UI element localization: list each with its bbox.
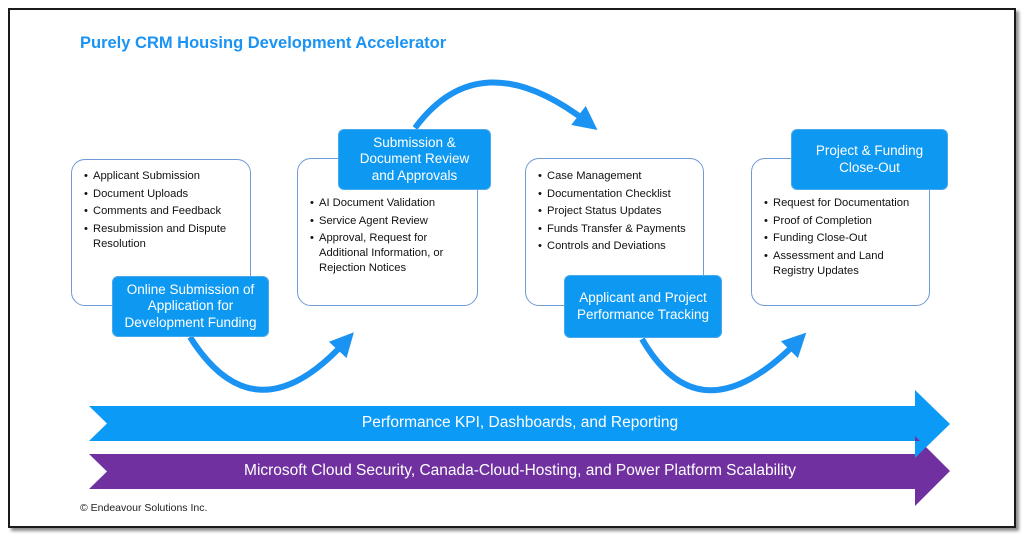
stage-2-item: AI Document Validation xyxy=(310,196,469,211)
band-arrow-platform xyxy=(89,436,950,506)
stage-3-item: Controls and Deviations xyxy=(538,239,697,254)
stage-1-item: Document Uploads xyxy=(84,187,242,202)
stage-4-item: Proof of Completion xyxy=(764,214,923,229)
stage-3-label: Applicant and Project Performance Tracki… xyxy=(564,275,722,338)
flow-arrow-2-to-3 xyxy=(412,79,598,131)
stage-1-label: Online Submission of Application for Dev… xyxy=(112,276,269,337)
stage-2-item: Approval, Request for Additional Informa… xyxy=(310,231,469,276)
stage-3-item: Funds Transfer & Payments xyxy=(538,222,697,237)
stage-3-item: Project Status Updates xyxy=(538,204,697,219)
band-platform-text: Microsoft Cloud Security, Canada-Cloud-H… xyxy=(244,462,796,479)
stage-3-item: Case Management xyxy=(538,169,697,184)
stage-1-item: Comments and Feedback xyxy=(84,204,242,219)
stage-2-label: Submission & Document Review and Approva… xyxy=(338,129,491,190)
stage-1-item: Resubmission and Dispute Resolution xyxy=(84,222,242,252)
band-reporting-text: Performance KPI, Dashboards, and Reporti… xyxy=(361,414,679,431)
stage-4-item: Request for Documentation xyxy=(764,196,923,211)
stage-4-item: Funding Close-Out xyxy=(764,231,923,246)
stage-3-item: Documentation Checklist xyxy=(538,187,697,202)
flow-arrow-3-to-4 xyxy=(639,332,807,394)
stage-4-label: Project & Funding Close-Out xyxy=(791,129,948,190)
copyright-notice: © Endeavour Solutions Inc. xyxy=(80,502,208,514)
band-arrow-reporting-head xyxy=(915,441,932,458)
stage-2-item: Service Agent Review xyxy=(310,214,469,229)
stage-4-item: Assessment and Land Registry Updates xyxy=(764,249,923,279)
flow-arrow-1-to-2 xyxy=(187,332,354,393)
stage-1-item: Applicant Submission xyxy=(84,169,242,184)
diagram-title: Purely CRM Housing Development Accelerat… xyxy=(80,34,447,52)
band-arrow-reporting xyxy=(89,390,950,458)
